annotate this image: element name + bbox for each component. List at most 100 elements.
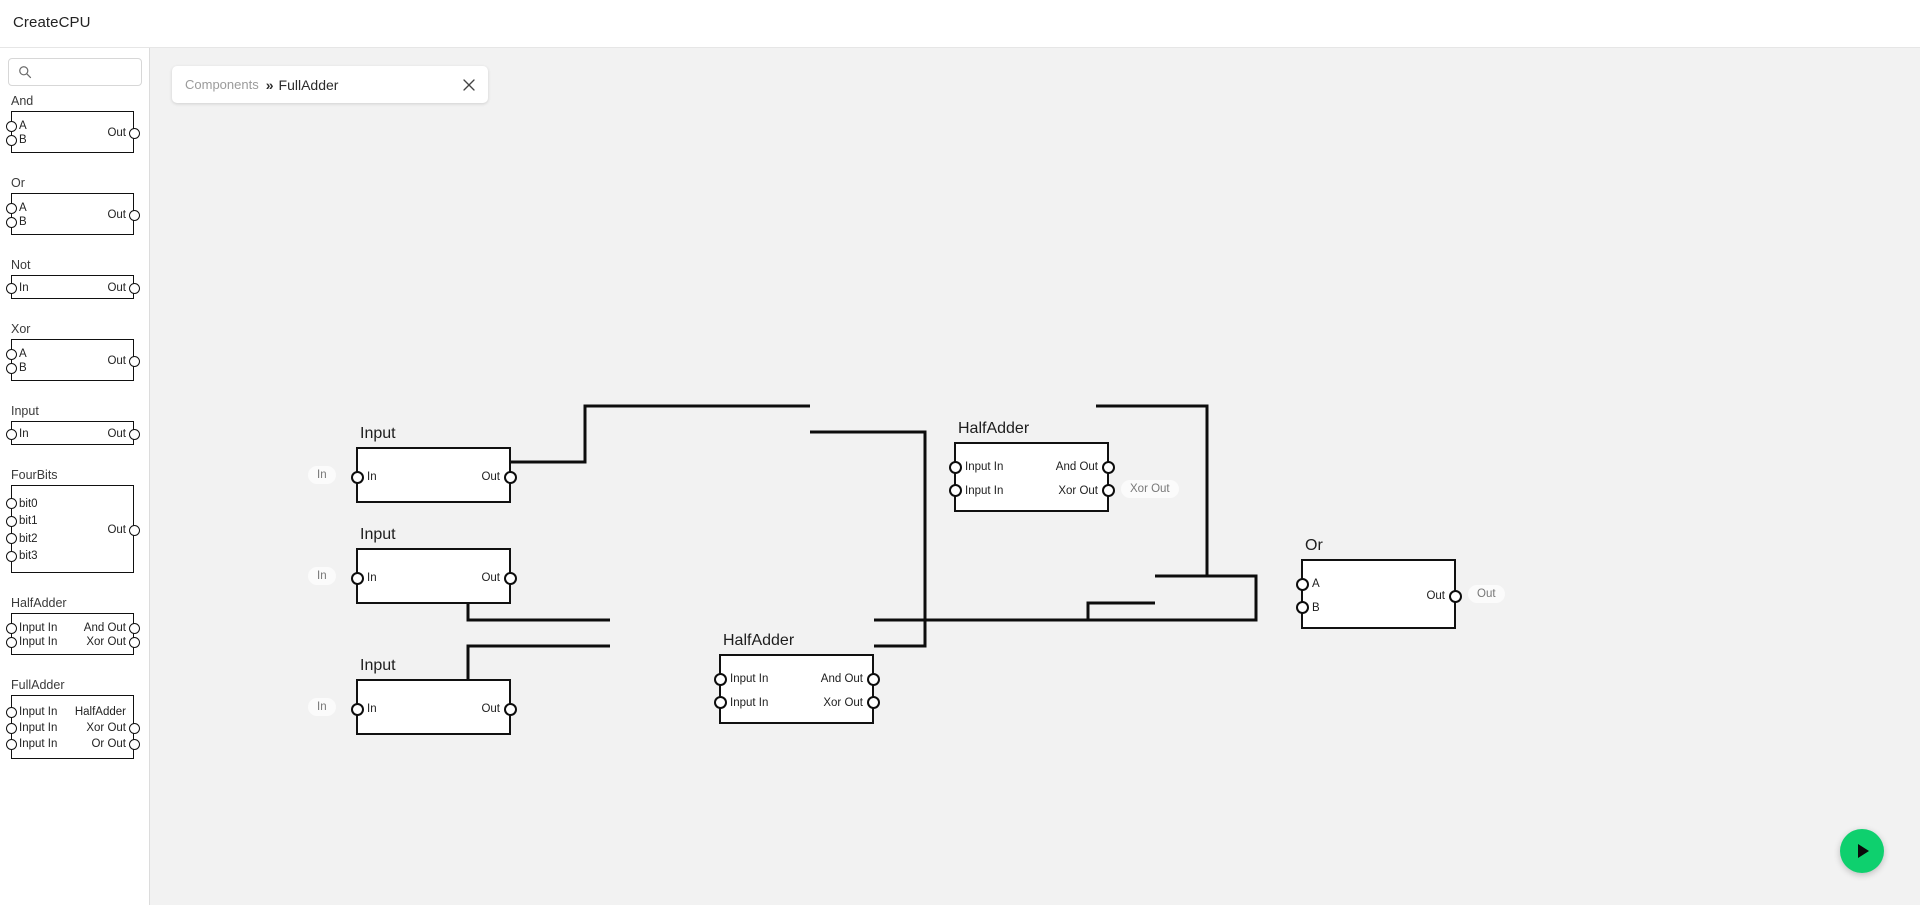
node-input-label: Input In <box>730 696 769 709</box>
tab-fulladder[interactable]: Components » FullAdder <box>172 66 488 103</box>
palette-pin-in[interactable] <box>5 636 17 648</box>
node-input-label: A <box>1312 578 1320 591</box>
close-icon[interactable] <box>462 78 476 92</box>
palette-pin-in[interactable] <box>5 120 17 132</box>
node-input-label: In <box>367 703 377 715</box>
palette-pin-in[interactable] <box>5 533 17 545</box>
node-output-pin[interactable] <box>1101 484 1115 498</box>
palette-pin-in[interactable] <box>5 738 17 750</box>
node-output-pin[interactable] <box>503 702 517 716</box>
run-simulation-button[interactable] <box>1840 829 1884 873</box>
palette-pin-label: HalfAdder <box>74 706 126 718</box>
node-output-pin[interactable] <box>866 672 880 686</box>
palette-pin-in[interactable] <box>5 348 17 360</box>
palette-pin-out[interactable] <box>128 738 140 750</box>
node-title: Input <box>360 526 396 543</box>
palette-pin-out[interactable] <box>128 524 140 536</box>
palette-item-label: HalfAdder <box>11 596 67 610</box>
palette-pin-label: Xor Out <box>86 722 126 734</box>
node-input-pin[interactable] <box>1295 577 1309 591</box>
palette-pin-out[interactable] <box>128 428 140 440</box>
node-title: HalfAdder <box>958 420 1030 437</box>
node-input-pin[interactable] <box>350 470 364 484</box>
search-box[interactable] <box>8 58 142 86</box>
palette-pin-in[interactable] <box>5 622 17 634</box>
pin-badge-out: Xor Out <box>1121 479 1179 498</box>
node-output-pin[interactable] <box>503 470 517 484</box>
palette-pin-out[interactable] <box>128 127 140 139</box>
node-input-label: In <box>367 572 377 584</box>
palette-pin-out[interactable] <box>128 282 140 294</box>
palette-pin-label: Out <box>107 355 126 367</box>
palette-pin-in[interactable] <box>5 706 17 718</box>
palette-pin-in[interactable] <box>5 282 17 294</box>
node-title: Input <box>360 425 396 442</box>
palette-pin-label: In <box>19 282 29 294</box>
node-output-label: Out <box>481 572 500 584</box>
palette-pin-out[interactable] <box>128 636 140 648</box>
node-input-pin[interactable] <box>350 702 364 716</box>
palette-pin-label: Input In <box>19 722 58 734</box>
palette-pin-out[interactable] <box>128 355 140 367</box>
palette-pin-in[interactable] <box>5 134 17 146</box>
node-output-pin[interactable] <box>1101 460 1115 474</box>
node-input-pin[interactable] <box>948 484 962 498</box>
palette-pin-in[interactable] <box>5 216 17 228</box>
node-output-label: And Out <box>820 673 863 686</box>
search-input[interactable] <box>8 58 142 86</box>
node-input-pin[interactable] <box>948 460 962 474</box>
node-title: Or <box>1305 537 1323 554</box>
node-input-label: Input In <box>965 484 1004 497</box>
app-title: CreateCPU <box>13 14 91 31</box>
palette-pin-in[interactable] <box>5 515 17 527</box>
palette-pin-out[interactable] <box>128 722 140 734</box>
palette-item-label: And <box>11 94 34 108</box>
node-input-pin[interactable] <box>713 696 727 710</box>
palette-pin-in[interactable] <box>5 428 17 440</box>
node-input-pin[interactable] <box>1295 601 1309 615</box>
palette-pin-label: Input In <box>19 636 58 648</box>
node-output-pin[interactable] <box>866 696 880 710</box>
node-output-pin[interactable] <box>503 571 517 585</box>
node-output-pin[interactable] <box>1448 589 1462 603</box>
palette-pin-in[interactable] <box>5 202 17 214</box>
palette-pin-in[interactable] <box>5 362 17 374</box>
palette-pin-out[interactable] <box>128 209 140 221</box>
node-input-label: Input In <box>965 461 1004 474</box>
palette-pin-out[interactable] <box>128 622 140 634</box>
palette-pin-label: In <box>19 428 29 440</box>
palette-pin-in[interactable] <box>5 722 17 734</box>
tab-breadcrumb-components[interactable]: Components <box>185 77 259 92</box>
palette-pin-label: Out <box>107 127 126 139</box>
node-input-pin[interactable] <box>350 571 364 585</box>
node-input-pin[interactable] <box>713 672 727 686</box>
palette-pin-label: Xor Out <box>86 636 126 648</box>
palette-pin-in[interactable] <box>5 550 17 562</box>
palette-pin-label: And Out <box>83 622 126 634</box>
palette-pin-in[interactable] <box>5 498 17 510</box>
